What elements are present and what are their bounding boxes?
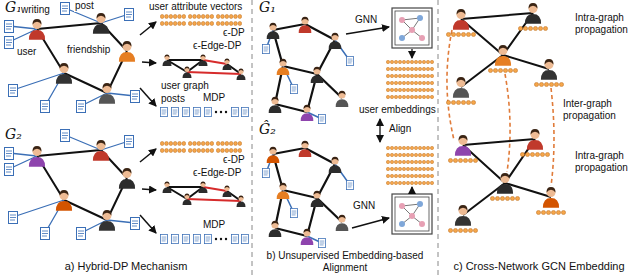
user-icon	[455, 205, 471, 226]
panel: c) Cross-Network GCN Embedding	[438, 0, 640, 277]
embedding-row	[536, 210, 565, 214]
panel-caption: c) Cross-Network GCN Embedding	[453, 260, 624, 273]
embedding-row	[534, 82, 563, 86]
perturbed-data-g1	[160, 14, 248, 116]
annotation-label: Intra-graph propagation	[574, 150, 636, 173]
annotation-label: ϵ-DP	[222, 27, 246, 39]
annotation-label: Inter-graph propagation	[562, 98, 624, 121]
annotation-label: user embeddings	[358, 104, 437, 116]
user-icon	[541, 59, 557, 80]
user-icon	[543, 187, 559, 208]
annotation-label: posts	[160, 93, 186, 105]
annotation-label: MDP	[202, 92, 226, 104]
cross-network-gcn	[446, 3, 565, 232]
social-network-g2	[5, 130, 157, 240]
graph-g2-hat	[263, 141, 354, 248]
annotation-label: GNN	[352, 200, 376, 212]
panel: b) Unsupervised Embedding-based Alignmen…	[252, 0, 438, 277]
gnn-box	[392, 194, 432, 234]
gnn-arrow	[352, 218, 389, 228]
annotation-label: GNN	[354, 14, 378, 26]
graph-g1-hat	[263, 17, 354, 124]
annotation-label: ϵ-Edge-DP	[192, 167, 242, 179]
inter-graph-edges	[447, 30, 554, 186]
embedding-row	[446, 100, 475, 104]
annotation-label: Intra-graph propagation	[574, 12, 636, 35]
user-icon	[495, 45, 511, 66]
annotation-label: post	[74, 0, 95, 12]
embedding-row	[490, 196, 519, 200]
panel-dividers	[252, 0, 438, 277]
annotation-label: writing	[20, 4, 51, 16]
divider-line	[438, 0, 439, 277]
gnn-box	[392, 8, 432, 48]
embedding-matrix	[386, 60, 433, 98]
panel-caption: a) Hybrid-DP Mechanism	[65, 260, 188, 273]
annotation-label: user attribute vectors	[148, 1, 243, 13]
divider-line	[252, 0, 253, 277]
annotation-label: ϵ-DP	[222, 154, 246, 166]
graph-name: Ĝ₂	[258, 122, 277, 137]
embedding-row	[488, 68, 517, 72]
embedding-row	[446, 32, 475, 36]
intra-graph-edges	[461, 13, 549, 87]
user-icon	[453, 9, 469, 30]
align-arrow	[379, 119, 380, 142]
embedding-row	[520, 152, 549, 156]
embed-arrow	[411, 187, 412, 194]
intra-graph-edges	[463, 139, 551, 215]
user-icon	[453, 77, 469, 98]
embedding-row	[448, 228, 477, 232]
user-icon	[525, 3, 541, 24]
panel-caption: b) Unsupervised Embedding-based Alignmen…	[259, 250, 431, 273]
perturbed-data-g2	[160, 141, 248, 243]
user-icon	[455, 135, 471, 156]
annotation-label: ϵ-Edge-DP	[192, 40, 242, 52]
annotation-label: user	[16, 46, 37, 58]
user-icon	[497, 173, 513, 194]
embedding-row	[448, 158, 477, 162]
annotation-label: friendship	[66, 44, 111, 56]
annotation-label: MDP	[202, 219, 226, 231]
embed-arrow	[411, 49, 412, 58]
graph-name: G₂	[4, 127, 23, 142]
annotation-label: Align	[388, 123, 412, 135]
gnn-arrow	[346, 27, 389, 34]
embedding-matrix	[386, 146, 433, 184]
user-icon	[527, 129, 543, 150]
social-network-g1	[5, 3, 157, 113]
annotation-label: user graph	[160, 80, 210, 92]
graph-name: Ĝ₁	[258, 0, 277, 15]
embedding-row	[518, 26, 547, 30]
